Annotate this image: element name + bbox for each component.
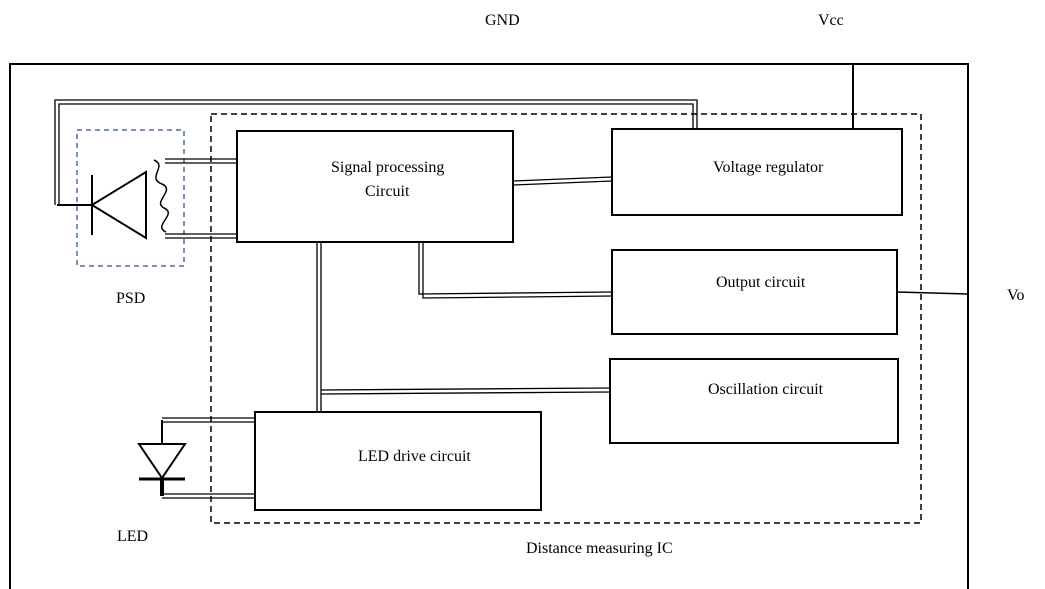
led-drive-block [254, 411, 542, 511]
signal-processing-block [236, 130, 514, 243]
voltage-regulator-label: Voltage regulator [713, 159, 824, 176]
psd-diode-symbol [57, 159, 169, 240]
ic-label: Distance measuring IC [526, 540, 673, 557]
psd-label: PSD [116, 290, 145, 307]
output-circuit-label: Output circuit [716, 274, 806, 291]
voltage-regulator-block [611, 128, 903, 216]
signal-processing-title-line2: Circuit [365, 183, 410, 200]
module-frame [9, 63, 969, 589]
led-drive-circuit-label: LED drive circuit [358, 448, 471, 465]
psd-outline [76, 129, 185, 267]
signal-processing-title-line1: Signal processing [331, 159, 444, 176]
oscillation-circuit-block [609, 358, 899, 444]
vo-label: Vo [1007, 287, 1025, 304]
ic-boundary [210, 113, 922, 524]
led-symbol [137, 420, 187, 496]
gnd-label: GND [485, 12, 520, 29]
output-circuit-block [611, 249, 898, 335]
wires [54, 64, 969, 499]
led-label: LED [117, 528, 148, 545]
oscillation-circuit-label: Oscillation circuit [708, 381, 824, 398]
vcc-label: Vcc [818, 12, 844, 29]
